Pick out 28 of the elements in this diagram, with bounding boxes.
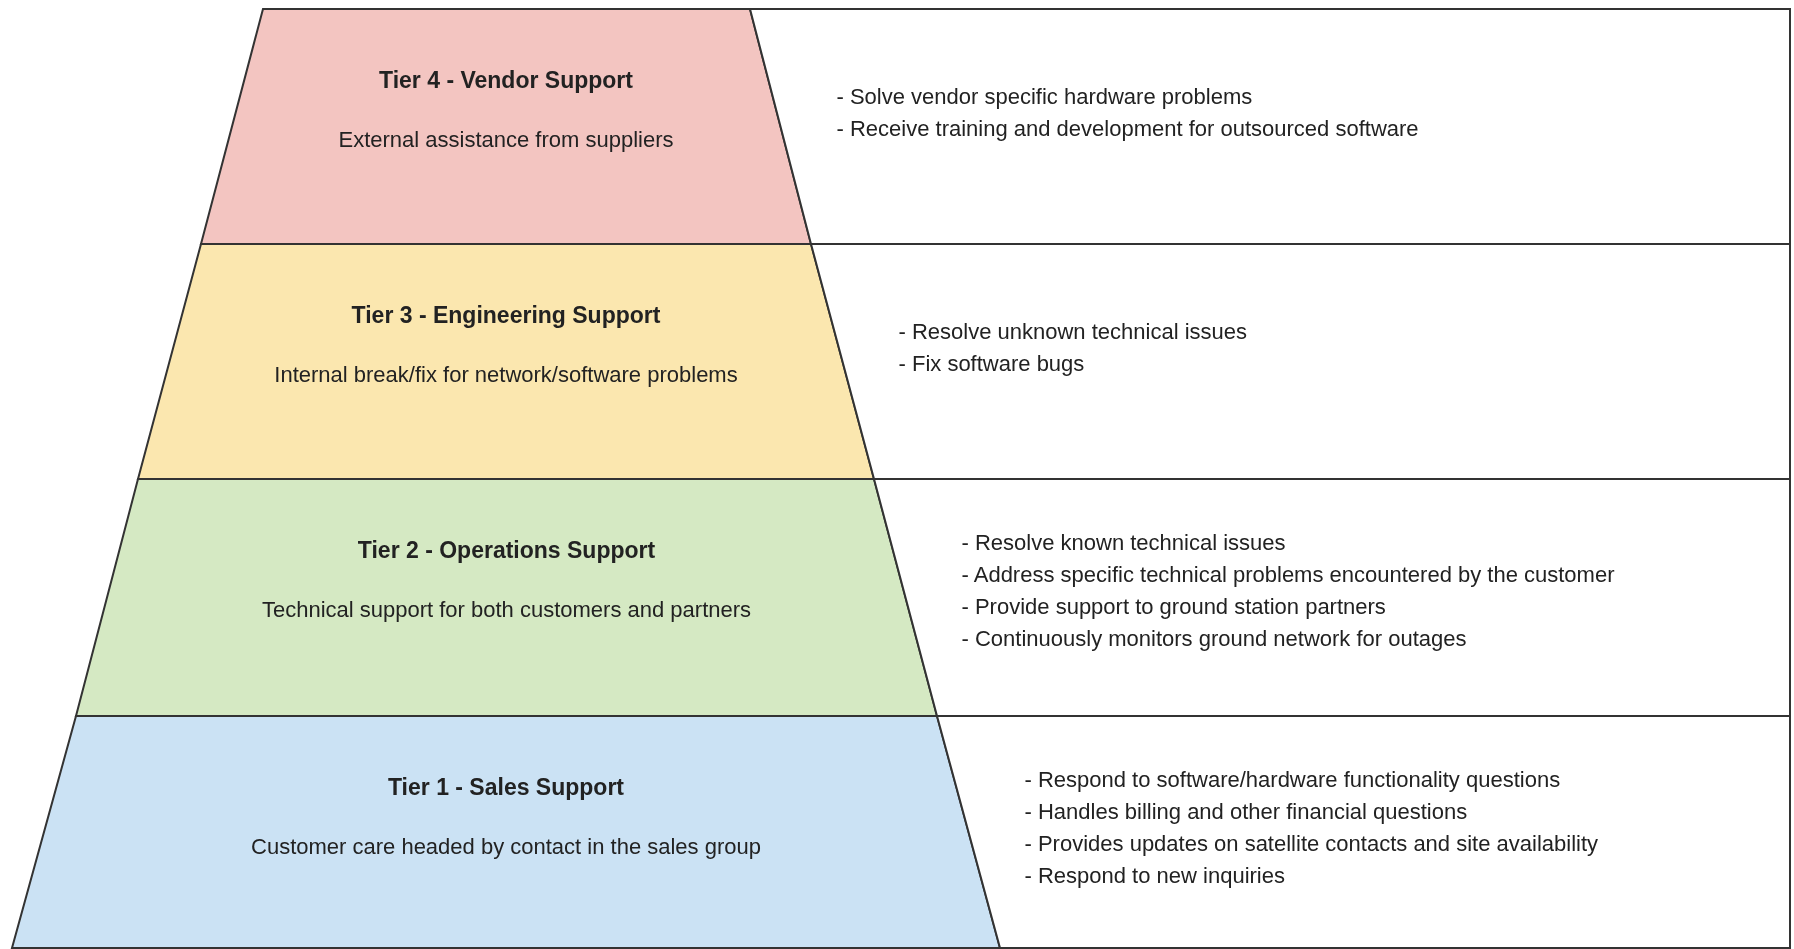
pyramid-tier [12, 716, 1000, 948]
bullet-item: - Receive training and development for outsourced software [836, 116, 1419, 141]
bullet-item: - Provide support to ground station partners [961, 594, 1386, 619]
tier-description: Technical support for both customers and partners [261, 597, 752, 623]
tier-description: External assistance from suppliers [338, 127, 674, 153]
description-panel [811, 244, 1790, 479]
bullet-item: - Handles billing and other financial questions [1024, 799, 1468, 824]
bullet-item: - Provides updates on satellite contacts and site availability [1024, 831, 1599, 856]
tier-description: Customer care headed by contact in the sales group [251, 834, 761, 860]
tier-heading: Tier 1 - Sales Support [388, 774, 624, 801]
pyramid-tier [201, 9, 811, 244]
tier-description: Internal break/fix for network/software problems [274, 362, 738, 388]
tier-heading: Tier 3 - Engineering Support [351, 302, 661, 329]
pyramid-tier [138, 244, 874, 479]
bullet-item: - Fix software bugs [898, 351, 1085, 376]
bullet-item: - Resolve unknown technical issues [898, 319, 1247, 344]
bullet-item: - Solve vendor specific hardware problems [836, 84, 1253, 109]
bullet-item: - Respond to new inquiries [1024, 863, 1285, 888]
bullet-item: - Address specific technical problems encountered by the customer [961, 562, 1615, 587]
tier-heading: Tier 2 - Operations Support [357, 537, 656, 564]
description-panel [750, 9, 1790, 244]
bullet-item: - Respond to software/hardware functionality questions [1024, 767, 1561, 792]
bullet-item: - Resolve known technical issues [961, 530, 1286, 555]
bullet-item: - Continuously monitors ground network for outages [961, 626, 1467, 651]
description-panel [874, 479, 1790, 716]
tier-heading: Tier 4 - Vendor Support [379, 67, 633, 94]
pyramid-tier [76, 479, 937, 716]
description-panel [937, 716, 1790, 948]
